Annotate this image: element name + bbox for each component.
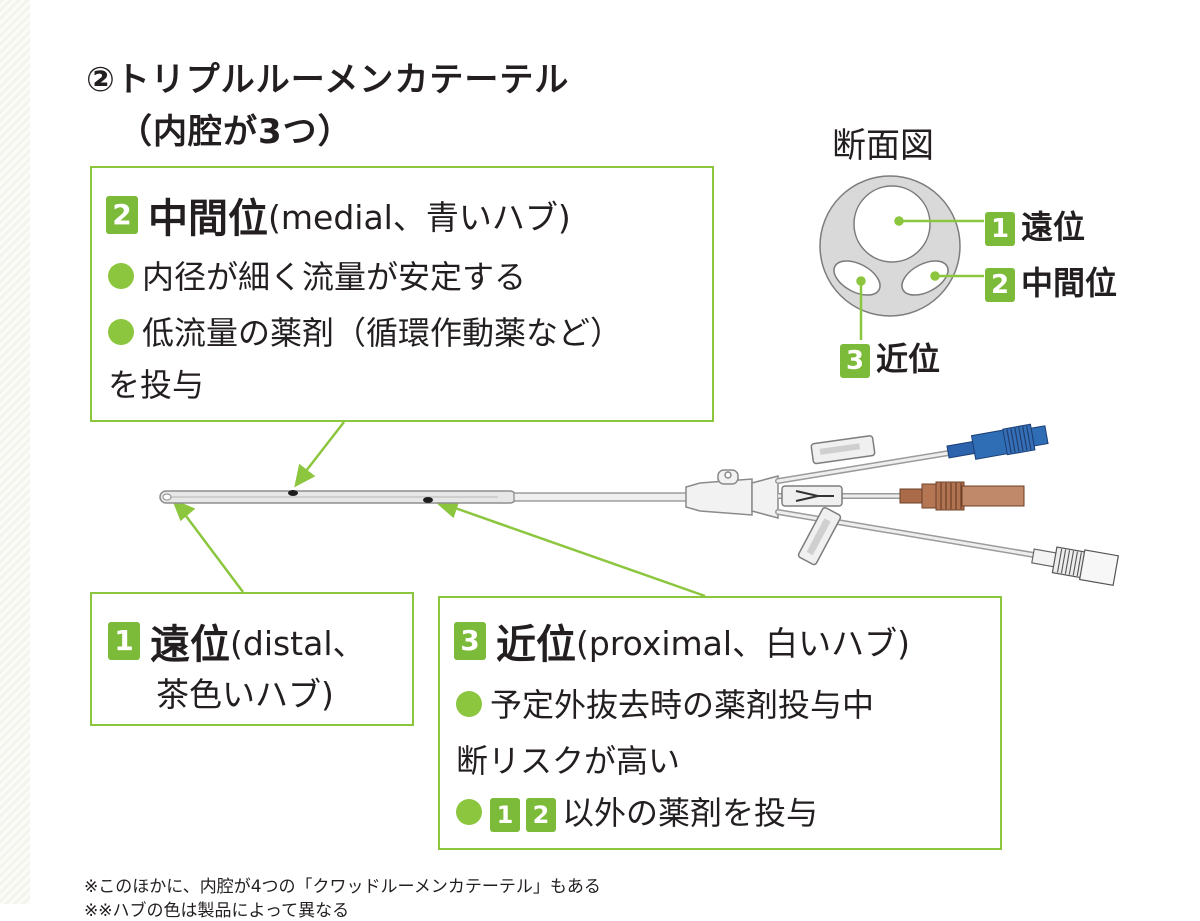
- distal-hub-brown: [899, 481, 1025, 511]
- distal-tip-hole: [162, 493, 172, 501]
- medial-bullet-2: 低流量の薬剤（循環作動薬など）: [108, 308, 622, 354]
- label-text: 近位: [876, 340, 941, 378]
- badge-1: 1: [490, 798, 520, 832]
- proximal-heading: 3 近位(proximal、白いハブ): [454, 612, 910, 670]
- pointer-arrows: [171, 421, 706, 598]
- distal-subtitle-1: (distal、: [230, 624, 366, 663]
- proximal-bullet-1-cont: 断リスクが高い: [456, 742, 681, 780]
- bullet-text: 予定外抜去時の薬剤投与中: [490, 686, 875, 724]
- label-text: 中間位: [1021, 264, 1118, 302]
- medial-heading: 2 中間位(medial、青いハブ): [106, 186, 571, 244]
- proximal-pointer-line: [454, 506, 706, 598]
- proximal-side-hole: [423, 497, 433, 503]
- distal-heading: 1 遠位(distal、: [108, 612, 366, 670]
- medial-bullet-2-cont: を投与: [108, 366, 205, 404]
- page-side-stripe: [0, 0, 30, 904]
- hub-splitter: [751, 475, 779, 519]
- junction-hub: [685, 469, 779, 519]
- medial-subtitle: (medial、青いハブ): [268, 198, 571, 237]
- proximal-bullet-1: 予定外抜去時の薬剤投与中: [456, 680, 874, 726]
- medial-title: 中間位: [148, 196, 268, 242]
- bullet-dot-icon: [456, 799, 482, 825]
- proximal-subtitle: (proximal、白いハブ): [576, 624, 910, 663]
- distal-pointer-head: [171, 498, 196, 522]
- badge-2: 2: [106, 196, 138, 234]
- bullet-text: 低流量の薬剤（循環作動薬など）: [142, 314, 623, 352]
- medial-hub-blue: [946, 423, 1049, 460]
- cross-section-diagram: [819, 175, 984, 340]
- medial-pointer-head: [294, 463, 316, 488]
- proximal-extension: [775, 507, 1120, 587]
- catheter-tube-narrow: [513, 492, 691, 502]
- badge-2: 2: [985, 268, 1015, 302]
- badge-1: 1: [108, 622, 140, 660]
- medial-pointer-line: [305, 421, 345, 472]
- lumen-medial: [901, 260, 949, 296]
- hub-body: [685, 478, 753, 516]
- bullet-dot-icon: [108, 319, 134, 345]
- bullet-dot-icon: [108, 263, 134, 289]
- medial-extension: [775, 423, 1049, 484]
- distal-pointer-line: [185, 515, 244, 593]
- medial-callout-box: 2 中間位(medial、青いハブ) 内径が細く流量が安定する 低流量の薬剤（循環…: [90, 166, 714, 422]
- bullet-text: 以外の薬剤を投与: [562, 794, 819, 832]
- badge-1: 1: [985, 212, 1015, 246]
- proximal-title: 近位: [496, 622, 576, 668]
- catheter-body: [159, 490, 691, 504]
- badge-2: 2: [526, 798, 556, 832]
- distal-title: 遠位: [150, 622, 230, 668]
- footnote-1: ※このほかに、内腔が4つの「クワッドルーメンカテーテル」もある: [84, 877, 601, 897]
- medial-bullet-1: 内径が細く流量が安定する: [108, 252, 526, 298]
- diagram-subtitle: （内腔が3つ）: [118, 112, 353, 152]
- badge-3: 3: [454, 622, 486, 660]
- medial-side-hole: [288, 490, 298, 496]
- distal-subtitle-2: 茶色いハブ): [156, 675, 334, 714]
- footnote-2: ※※ハブの色は製品によって異なる: [84, 901, 350, 921]
- bullet-dot-icon: [456, 691, 482, 717]
- distal-extension: [778, 481, 1025, 511]
- distal-clamp: [781, 485, 843, 507]
- lumen-distal: [853, 185, 931, 263]
- lumen-proximal: [833, 260, 881, 296]
- proximal-clamp: [797, 507, 842, 566]
- proximal-hub-white: [1031, 546, 1120, 587]
- diagram-title: ②トリプルルーメンカテーテル: [86, 60, 570, 100]
- distal-callout-box: 1 遠位(distal、 茶色いハブ): [90, 592, 414, 726]
- bullet-text: 内径が細く流量が安定する: [142, 258, 527, 296]
- cross-section-title: 断面図: [832, 126, 934, 166]
- label-text: 遠位: [1021, 208, 1086, 246]
- medial-clamp: [810, 435, 876, 465]
- badge-3: 3: [840, 344, 870, 378]
